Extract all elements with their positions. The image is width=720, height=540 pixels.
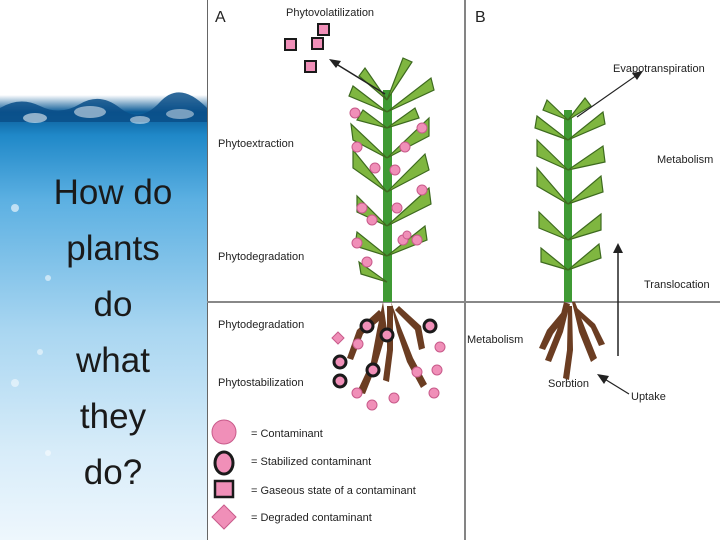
- plant-a-leaves: [348, 57, 435, 283]
- phytoremediation-diagram: A B: [207, 0, 720, 540]
- volatilization-arrow: [332, 61, 386, 95]
- label-phytoextraction: Phytoextraction: [218, 138, 294, 150]
- plant-b-leaves: [534, 97, 606, 271]
- water-background-panel: How do plants do what they do?: [0, 0, 207, 540]
- panel-b-letter: B: [475, 9, 486, 26]
- root-zone-contaminants: [331, 318, 446, 411]
- legend-degraded: = Degraded contaminant: [251, 512, 372, 524]
- plant-b-roots: [539, 302, 605, 380]
- label-evapotranspiration: Evapotranspiration: [613, 63, 705, 75]
- gaseous-contaminants: [284, 23, 330, 73]
- water-splash-decoration: [0, 92, 207, 456]
- uptake-arrow: [602, 377, 630, 395]
- label-phytodegradation-root: Phytodegradation: [218, 319, 304, 331]
- legend: = Contaminant = Stabilized contaminant =…: [211, 419, 416, 530]
- legend-contaminant: = Contaminant: [251, 428, 323, 440]
- legend-gaseous: = Gaseous state of a contaminant: [251, 485, 416, 497]
- label-phytodegradation-shoot: Phytodegradation: [218, 251, 304, 263]
- label-phytostabilization: Phytostabilization: [218, 377, 304, 389]
- label-phytovolatilization: Phytovolatilization: [286, 7, 374, 19]
- plant-b-stem: [564, 110, 572, 302]
- shoot-contaminants: [349, 107, 428, 268]
- panel-a-letter: A: [215, 9, 226, 26]
- label-sorbtion: Sorbtion: [548, 378, 589, 390]
- evapotranspiration-arrow: [576, 74, 638, 118]
- plant-a: [284, 23, 446, 411]
- label-metabolism-shoot: Metabolism: [657, 154, 713, 166]
- label-translocation: Translocation: [644, 279, 710, 291]
- label-uptake: Uptake: [631, 391, 666, 403]
- plant-a-stem: [383, 90, 392, 302]
- slide-title: How do plants do what they do?: [53, 173, 173, 492]
- label-metabolism-root: Metabolism: [467, 334, 523, 346]
- legend-stabilized: = Stabilized contaminant: [251, 456, 371, 468]
- plant-b: [534, 97, 606, 380]
